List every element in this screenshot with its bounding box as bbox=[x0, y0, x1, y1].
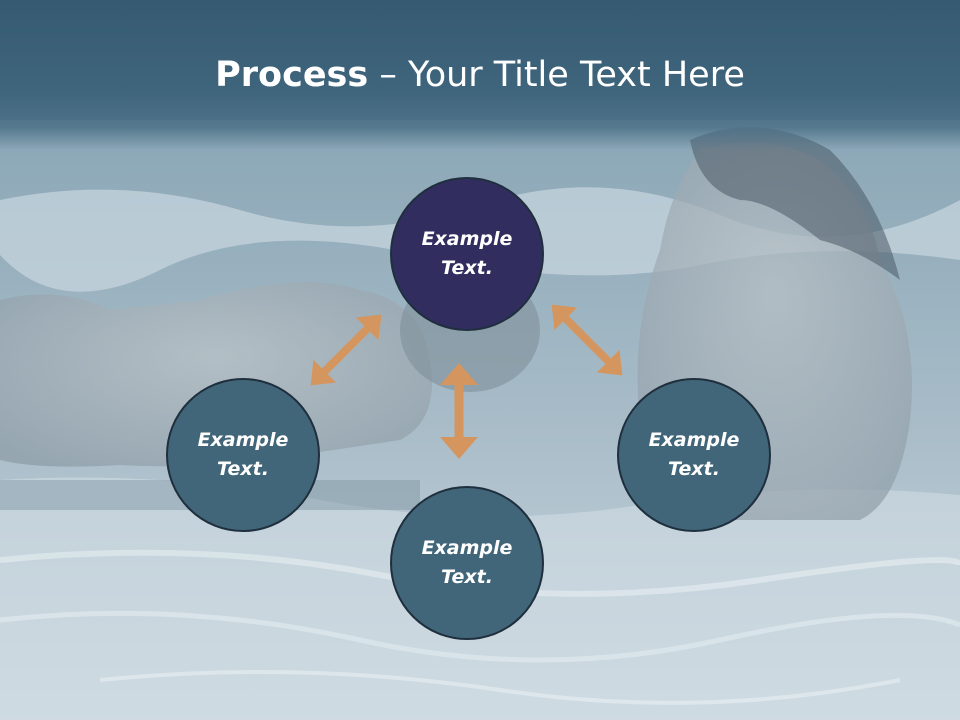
title-rest-text: – Your Title Text Here bbox=[368, 55, 745, 95]
double-arrow-right-diagonal bbox=[551, 304, 623, 376]
slide-title: Process – Your Title Text Here bbox=[0, 48, 960, 102]
double-arrow-left-diagonal bbox=[310, 314, 382, 386]
title-bold-text: Process bbox=[215, 55, 369, 95]
node-bottom-label: Example Text. bbox=[421, 537, 513, 588]
process-node-top[interactable]: Example Text. bbox=[390, 177, 544, 331]
node-left-label: Example Text. bbox=[197, 429, 289, 480]
node-top-label: Example Text. bbox=[421, 228, 513, 279]
double-arrow-vertical bbox=[440, 363, 478, 459]
process-node-bottom[interactable]: Example Text. bbox=[390, 486, 544, 640]
process-node-right[interactable]: Example Text. bbox=[617, 378, 771, 532]
node-right-label: Example Text. bbox=[648, 429, 740, 480]
title-band bbox=[0, 0, 960, 150]
process-node-left[interactable]: Example Text. bbox=[166, 378, 320, 532]
